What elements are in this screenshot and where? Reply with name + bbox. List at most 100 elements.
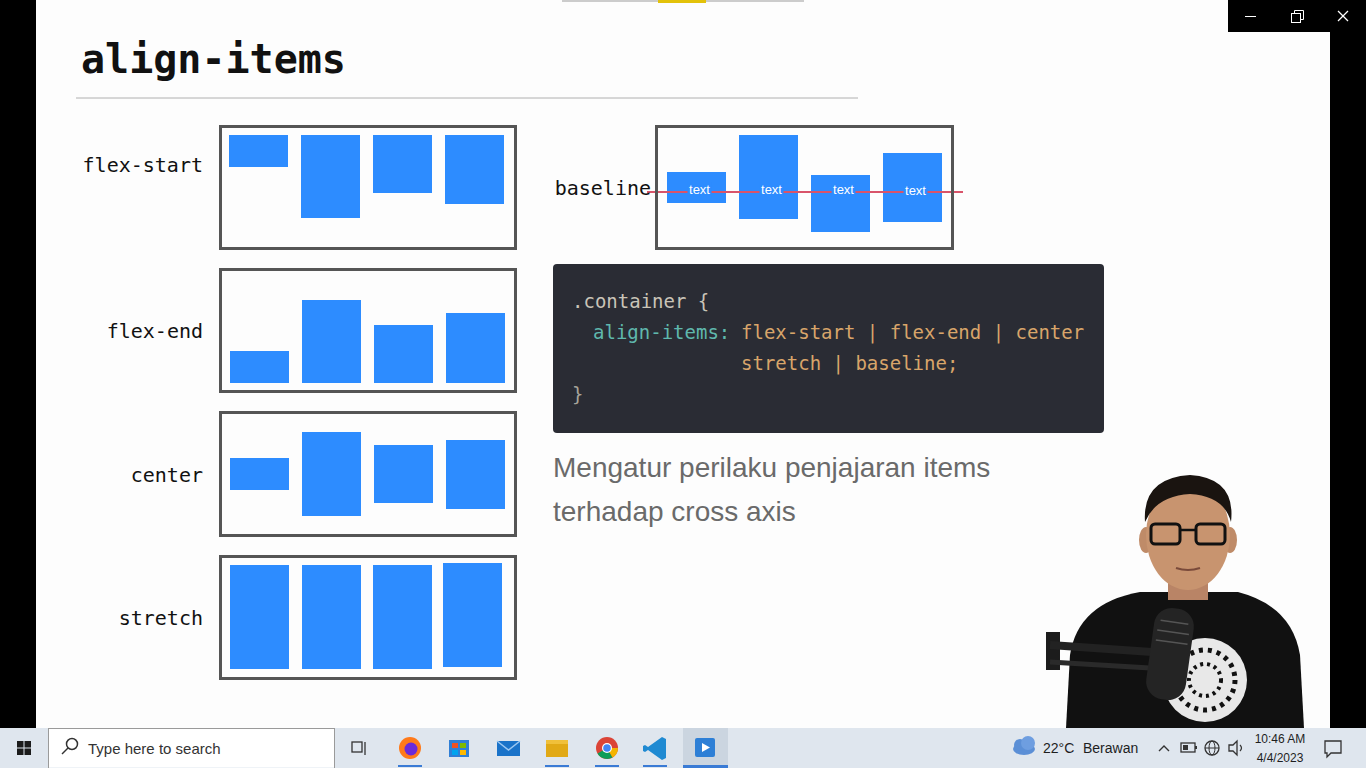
battery-icon [1183, 745, 1188, 750]
tray-chevron [1159, 746, 1169, 751]
start-icon [17, 741, 31, 755]
chrome-icon [596, 737, 618, 759]
code-block: .container {align-items: flex-start | fle… [553, 264, 1113, 433]
mic-grille [1157, 630, 1189, 634]
code-brace: } [572, 379, 583, 410]
mail-icon [497, 741, 520, 750]
code-value: flex-start | flex-end | center stretch |… [741, 317, 1101, 379]
flex-item [302, 432, 361, 516]
flex-item [374, 445, 433, 503]
start-icon [17, 749, 24, 756]
flex-item [373, 135, 432, 193]
flex-container: flex-end [219, 268, 517, 393]
mic-grille [1156, 640, 1188, 644]
running-mark [683, 765, 728, 768]
search-icon [62, 748, 68, 754]
search-ground [49, 729, 335, 768]
battery-icon [1195, 746, 1197, 749]
clock-time: 10:46 AM [1240, 731, 1320, 747]
code-ground [553, 264, 1104, 433]
baseline-item [811, 175, 870, 232]
firefox-icon [399, 737, 421, 759]
mic-grille [1161, 620, 1189, 624]
search-box: Type here to search [48, 728, 335, 768]
flex-container: center [219, 411, 517, 537]
share-bar [562, 0, 804, 2]
value-label: center [131, 462, 203, 488]
slide-ground [36, 0, 1330, 728]
hair [1145, 475, 1232, 522]
running-mark [398, 765, 422, 767]
flex-item [373, 565, 432, 669]
flex-item [446, 440, 505, 509]
start-icon [17, 741, 24, 748]
baseline-item [667, 172, 726, 203]
media-icon [695, 738, 715, 757]
minimize-icon [1245, 16, 1256, 17]
weather-text: Berawan [1083, 739, 1138, 757]
mail-icon [497, 741, 520, 756]
taskbar-ground [0, 728, 1366, 768]
volume-icon [1229, 741, 1237, 755]
value-label: flex-end [107, 318, 203, 344]
slide-title: align-items [81, 34, 346, 84]
presenter [1046, 475, 1304, 728]
item-text: text [759, 182, 784, 198]
window-controls [1228, 0, 1366, 32]
volume-icon [1240, 745, 1242, 751]
value-label: flex-start [83, 152, 203, 178]
network-icon [1205, 748, 1219, 749]
task-view-icon [364, 742, 365, 755]
flex-item [443, 563, 502, 667]
taskbar [0, 728, 1366, 768]
store-icon [460, 743, 466, 748]
item-text: text [831, 182, 856, 198]
firefox-icon [405, 743, 418, 756]
store-icon [452, 743, 458, 748]
flex-item [446, 313, 505, 383]
value-label: baseline [555, 175, 651, 201]
baseline-item [883, 153, 942, 222]
battery-icon [1181, 743, 1195, 752]
flex-item [302, 565, 361, 669]
item-text: text [903, 183, 928, 199]
flex-item [230, 458, 289, 490]
control-bar [1228, 0, 1366, 32]
microphone [1144, 606, 1196, 703]
flex-container: stretch [219, 555, 517, 680]
flex-item [301, 135, 360, 218]
store-icon [452, 750, 458, 755]
close-icon [1338, 11, 1348, 21]
mic-arm [1050, 645, 1152, 652]
close-icon [1338, 11, 1348, 21]
baseline-item [739, 135, 798, 219]
flex-container: baselinetexttexttexttext [655, 125, 954, 250]
chrome-icon [603, 744, 611, 752]
share-bar-mark [658, 0, 706, 3]
running-mark [643, 765, 667, 767]
mic-arm [1050, 662, 1150, 668]
temperature: 22°C [1043, 739, 1074, 757]
restore-icon [1295, 11, 1304, 20]
glasses [1180, 529, 1196, 532]
description: Mengatur perilaku penjajaran items terha… [553, 446, 1053, 534]
search-placeholder: Type here to search [88, 739, 221, 758]
code-property: align-items: [593, 317, 730, 348]
item-text: text [687, 182, 712, 198]
vscode-icon [643, 737, 666, 760]
task-view-icon [352, 742, 362, 752]
glasses [1151, 524, 1180, 544]
code-selector: .container { [572, 286, 709, 317]
baseline-item: text [886, 156, 945, 225]
start-icon [25, 749, 32, 756]
flex-item [445, 135, 504, 204]
flex-container: flex-start [219, 125, 517, 250]
network-icon [1205, 741, 1219, 755]
baseline-item: text [814, 178, 873, 235]
mouth [1176, 568, 1200, 570]
mic-grille [1156, 620, 1190, 644]
title-rule [76, 98, 858, 99]
store-icon [449, 740, 469, 757]
notification-icon [1325, 741, 1341, 757]
